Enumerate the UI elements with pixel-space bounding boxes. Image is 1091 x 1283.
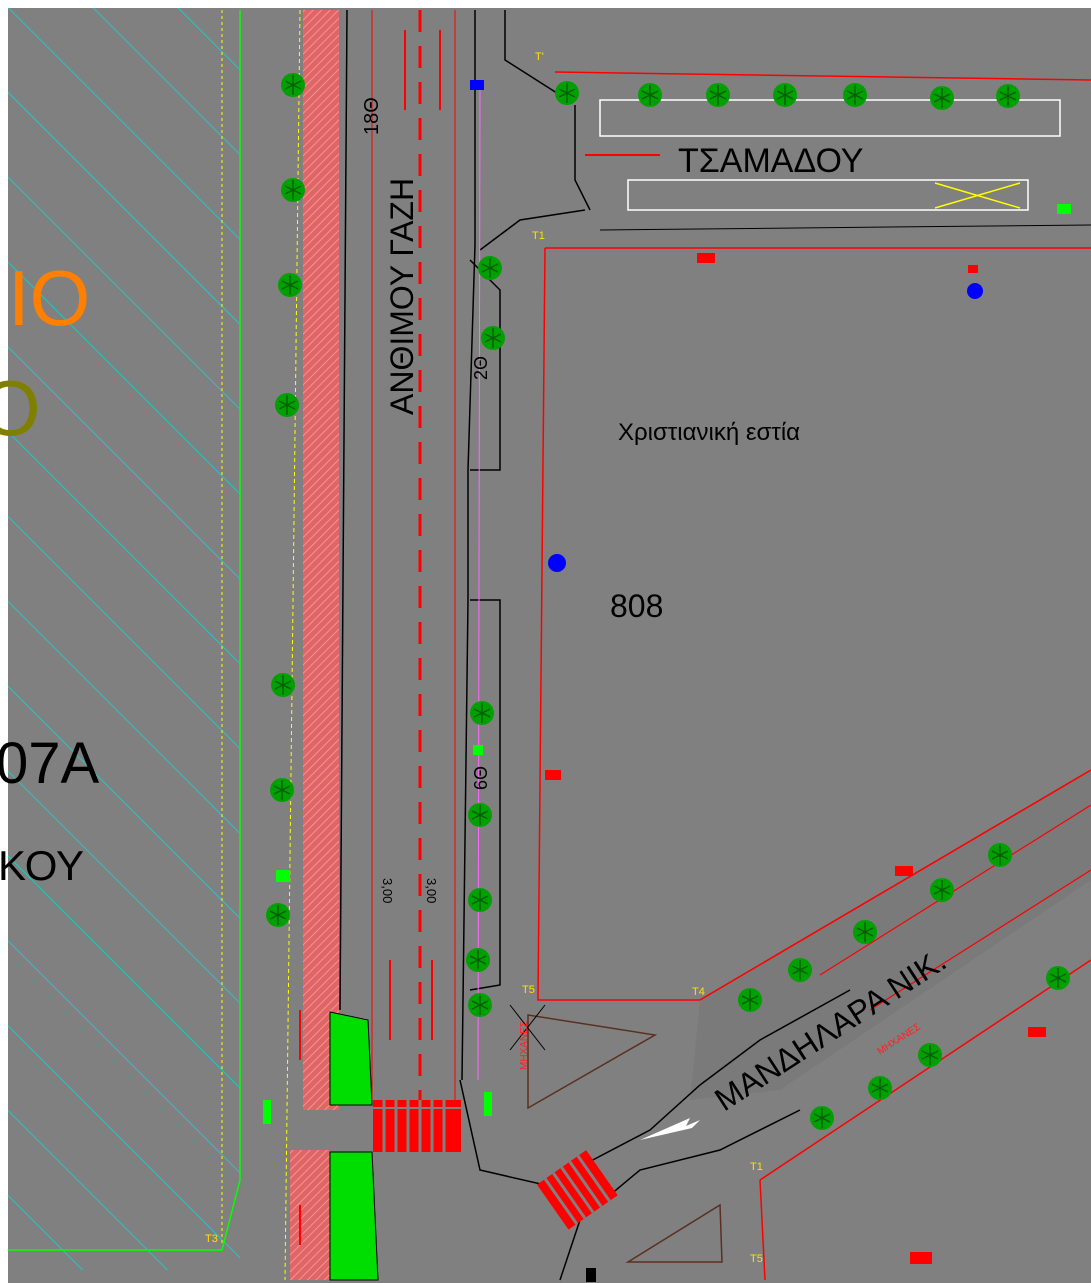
- curb-line: [339, 9, 348, 1011]
- sidewalk-edge-yellow: [284, 9, 301, 1281]
- pink-line-right: [477, 79, 481, 1081]
- parcel-boundary-green: [8, 10, 241, 1251]
- markers: [263, 80, 1071, 1282]
- tree-icon: [929, 877, 955, 903]
- tree-icon: [465, 947, 491, 973]
- tree-icon: [477, 255, 503, 281]
- tag-t5-bottom: T5: [750, 1253, 763, 1265]
- street-anthimou-gazi: ΑΝΘΙΜΟΥ ΓΑΖΗ: [384, 178, 420, 415]
- left-word-label: ΚΟΥ: [0, 842, 84, 889]
- mandilara-lane-1: [819, 804, 1091, 976]
- mandilara-south-edge: [759, 959, 1091, 1181]
- tree-icon: [467, 887, 493, 913]
- crosswalk-anthimou: [373, 1100, 461, 1152]
- block-807a-label: 07Α: [0, 731, 100, 796]
- tree-icon: [280, 177, 306, 203]
- tsamadou-south-curb: [599, 224, 1091, 231]
- block-corner-south: [759, 1179, 766, 1281]
- tsamadou-north-edge: [554, 71, 1091, 81]
- sidewalk-bulge-2: [469, 599, 501, 991]
- tree-icon: [554, 80, 580, 106]
- tsamadou-parking-north: [599, 99, 1061, 137]
- tag-t1-bottom: T1: [750, 1161, 763, 1173]
- tag-t-top: T': [535, 51, 544, 63]
- tree-icon: [995, 83, 1021, 109]
- tree-icon: [987, 842, 1013, 868]
- direction-arrow: [640, 1118, 700, 1140]
- tree-icon: [842, 82, 868, 108]
- tree-icon: [852, 919, 878, 945]
- tree-icon: [274, 392, 300, 418]
- width-left-label: 3,00: [380, 878, 395, 903]
- left-orange-text: ΙΟ: [8, 254, 90, 342]
- tree-icon: [1045, 965, 1071, 991]
- width-right-label: 3,00: [424, 878, 439, 903]
- mandilara-curb-south: [459, 989, 851, 1186]
- lanes-18-label: 18Θ: [361, 97, 383, 135]
- curb-right: [461, 10, 476, 1081]
- mandilara-north-edge: [699, 769, 1091, 1001]
- tree-icon: [280, 72, 306, 98]
- tree-icon: [269, 777, 295, 803]
- traffic-island-1: [527, 1014, 658, 1110]
- tree-icon: [929, 85, 955, 111]
- tree-icon: [705, 82, 731, 108]
- tree-icon: [737, 987, 763, 1013]
- tag-t1-corner: T1: [532, 230, 545, 242]
- corner-curb-top: [504, 10, 561, 96]
- christian-hearth-label: Χριστιανική εστία: [618, 419, 800, 446]
- tree-icon: [277, 272, 303, 298]
- block-808-label: 808: [610, 588, 663, 624]
- lanes-6-label: 6Θ: [471, 766, 491, 790]
- tag-t3: T3: [205, 1233, 218, 1245]
- mandilara-curb-lower: [559, 1109, 801, 1281]
- traffic-island-2: [625, 1203, 723, 1263]
- tag-t4: T4: [692, 986, 705, 998]
- parcel-807a-hatch: [8, 8, 240, 1270]
- tree-icon: [809, 1105, 835, 1131]
- tsamadou-curb-corner: [574, 105, 591, 211]
- cross-mark-2: [934, 182, 1021, 209]
- tsamadou-parking-south: [627, 179, 1029, 211]
- tree-icon: [467, 992, 493, 1018]
- x-mark-b: [509, 1004, 546, 1051]
- lane-markings: [299, 30, 441, 1245]
- tree-icon: [772, 82, 798, 108]
- corner-curb-tsamadou: [479, 209, 586, 251]
- mandilara-lane-2: [869, 869, 1091, 1011]
- green-island-2: [329, 1151, 379, 1281]
- tree-icon: [787, 957, 813, 983]
- tag-t5-left: T5: [522, 984, 535, 996]
- street-tsamadou: ΤΣΑΜΑΔΟΥ: [678, 142, 864, 180]
- motorcycles-label-1: ΜΗΧΑΝΕΣ: [519, 1021, 530, 1070]
- tree-icon: [480, 325, 506, 351]
- tree-icon: [469, 700, 495, 726]
- sidewalk-left-lower: [290, 1150, 330, 1280]
- left-olive-text: Ο: [0, 364, 41, 452]
- tree-icon: [265, 902, 291, 928]
- tree-icon: [917, 1042, 943, 1068]
- tree-icon: [867, 1075, 893, 1101]
- green-island-1: [329, 1011, 373, 1106]
- tree-icon: [270, 672, 296, 698]
- lanes-2-label: 2Θ: [471, 356, 491, 380]
- crosswalk-mandilara: [536, 1150, 618, 1230]
- tree-icon: [637, 82, 663, 108]
- sidewalk-left: [303, 10, 339, 1110]
- tree-icon: [467, 802, 493, 828]
